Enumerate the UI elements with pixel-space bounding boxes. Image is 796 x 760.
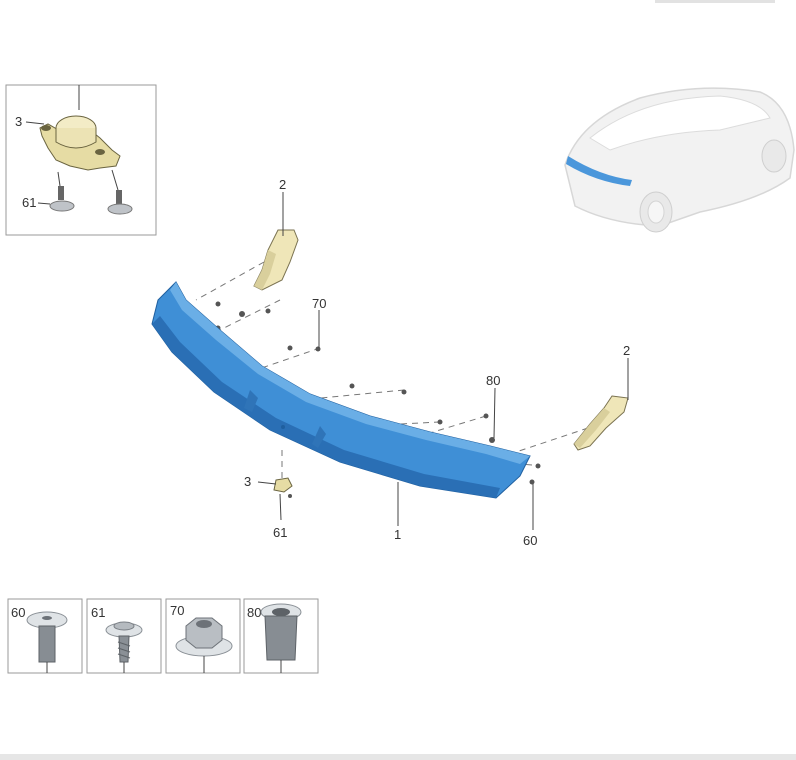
callout-61-main: 61: [273, 525, 287, 540]
callout-70: 70: [312, 296, 326, 311]
mount-part-3-main: [257, 477, 293, 521]
legend-item-70: 70: [165, 598, 241, 674]
top-edge-bar: [655, 0, 775, 3]
leader-lines: [282, 192, 629, 530]
callout-2-right: 2: [623, 343, 630, 358]
bumper-cover-part-1: [151, 281, 531, 499]
bottom-edge-bar: [0, 754, 796, 760]
inset-mount-detail: 3 61: [5, 84, 157, 236]
legend-label-70: 70: [170, 603, 184, 618]
legend-item-80: 80: [243, 598, 319, 674]
callout-3-main: 3: [244, 474, 251, 489]
legend-item-61: 61: [86, 598, 162, 674]
callout-80: 80: [486, 373, 500, 388]
legend-label-80: 80: [247, 605, 261, 620]
fastener-legend: 60 61 70 80: [7, 598, 319, 674]
legend-label-61: 61: [91, 605, 105, 620]
bracket-part-2-left: [253, 229, 299, 291]
legend-label-60: 60: [11, 605, 25, 620]
bracket-part-2-right: [573, 395, 629, 451]
callout-2-left: 2: [279, 177, 286, 192]
callout-60: 60: [523, 533, 537, 548]
callout-61-inset: 61: [22, 195, 36, 210]
vehicle-location-thumbnail: [564, 87, 795, 233]
callout-1: 1: [394, 527, 401, 542]
legend-item-60: 60: [7, 598, 83, 674]
callout-3-inset: 3: [15, 114, 22, 129]
